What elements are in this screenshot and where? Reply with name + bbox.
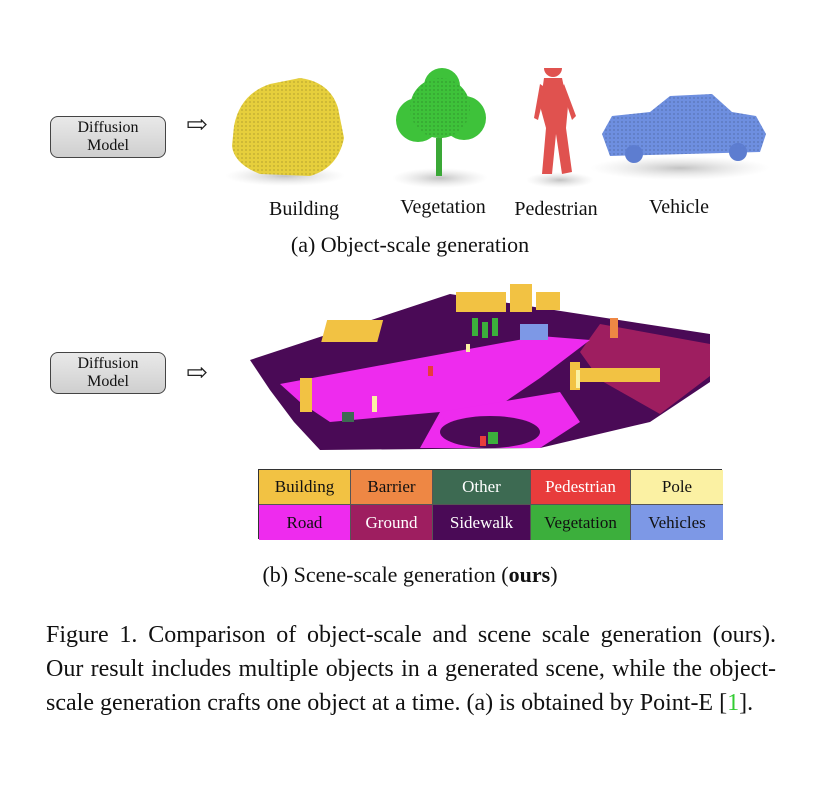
- vegetation-render: [392, 68, 488, 188]
- building-render: [225, 78, 345, 186]
- object-renders: [220, 68, 780, 198]
- diffusion-model-box-top: Diffusion Model: [50, 116, 166, 158]
- arrow-right-icon: ⇨: [186, 360, 208, 386]
- legend-cell-ground: Ground: [351, 505, 433, 540]
- semantic-legend: Building Barrier Other Pedestrian Pole R…: [258, 469, 722, 539]
- legend-cell-building: Building: [259, 470, 351, 505]
- legend-cell-vegetation: Vegetation: [531, 505, 631, 540]
- vehicle-render: [590, 94, 770, 180]
- figure-caption-text: Figure 1. Comparison of object-scale and…: [46, 622, 776, 716]
- legend-cell-barrier: Barrier: [351, 470, 433, 505]
- model-label-line2: Model: [87, 373, 129, 391]
- legend-cell-pole: Pole: [631, 470, 723, 505]
- legend-cell-pedestrian: Pedestrian: [531, 470, 631, 505]
- object-label-vehicle: Vehicle: [609, 196, 749, 219]
- figure-caption: Figure 1. Comparison of object-scale and…: [46, 618, 776, 720]
- subcaption-b-prefix: (b) Scene-scale generation (: [262, 562, 508, 587]
- model-label-line1: Diffusion: [77, 119, 138, 137]
- figure-caption-end: ].: [739, 690, 753, 716]
- subcaption-b-suffix: ): [550, 562, 557, 587]
- scene-render: [240, 272, 740, 462]
- legend-cell-vehicles: Vehicles: [631, 505, 723, 540]
- legend-cell-other: Other: [433, 470, 531, 505]
- subcaption-b: (b) Scene-scale generation (ours): [0, 562, 820, 588]
- model-label-line1: Diffusion: [77, 355, 138, 373]
- diffusion-model-box-bottom: Diffusion Model: [50, 352, 166, 394]
- citation-link[interactable]: 1: [727, 690, 739, 716]
- subcaption-a: (a) Object-scale generation: [0, 232, 820, 258]
- legend-cell-sidewalk: Sidewalk: [433, 505, 531, 540]
- legend-cell-road: Road: [259, 505, 351, 540]
- object-label-building: Building: [234, 198, 374, 221]
- pedestrian-render: [526, 68, 594, 188]
- model-label-line2: Model: [87, 137, 129, 155]
- object-label-pedestrian: Pedestrian: [486, 198, 626, 221]
- subcaption-b-bold: ours: [509, 562, 551, 587]
- arrow-right-icon: ⇨: [186, 112, 208, 138]
